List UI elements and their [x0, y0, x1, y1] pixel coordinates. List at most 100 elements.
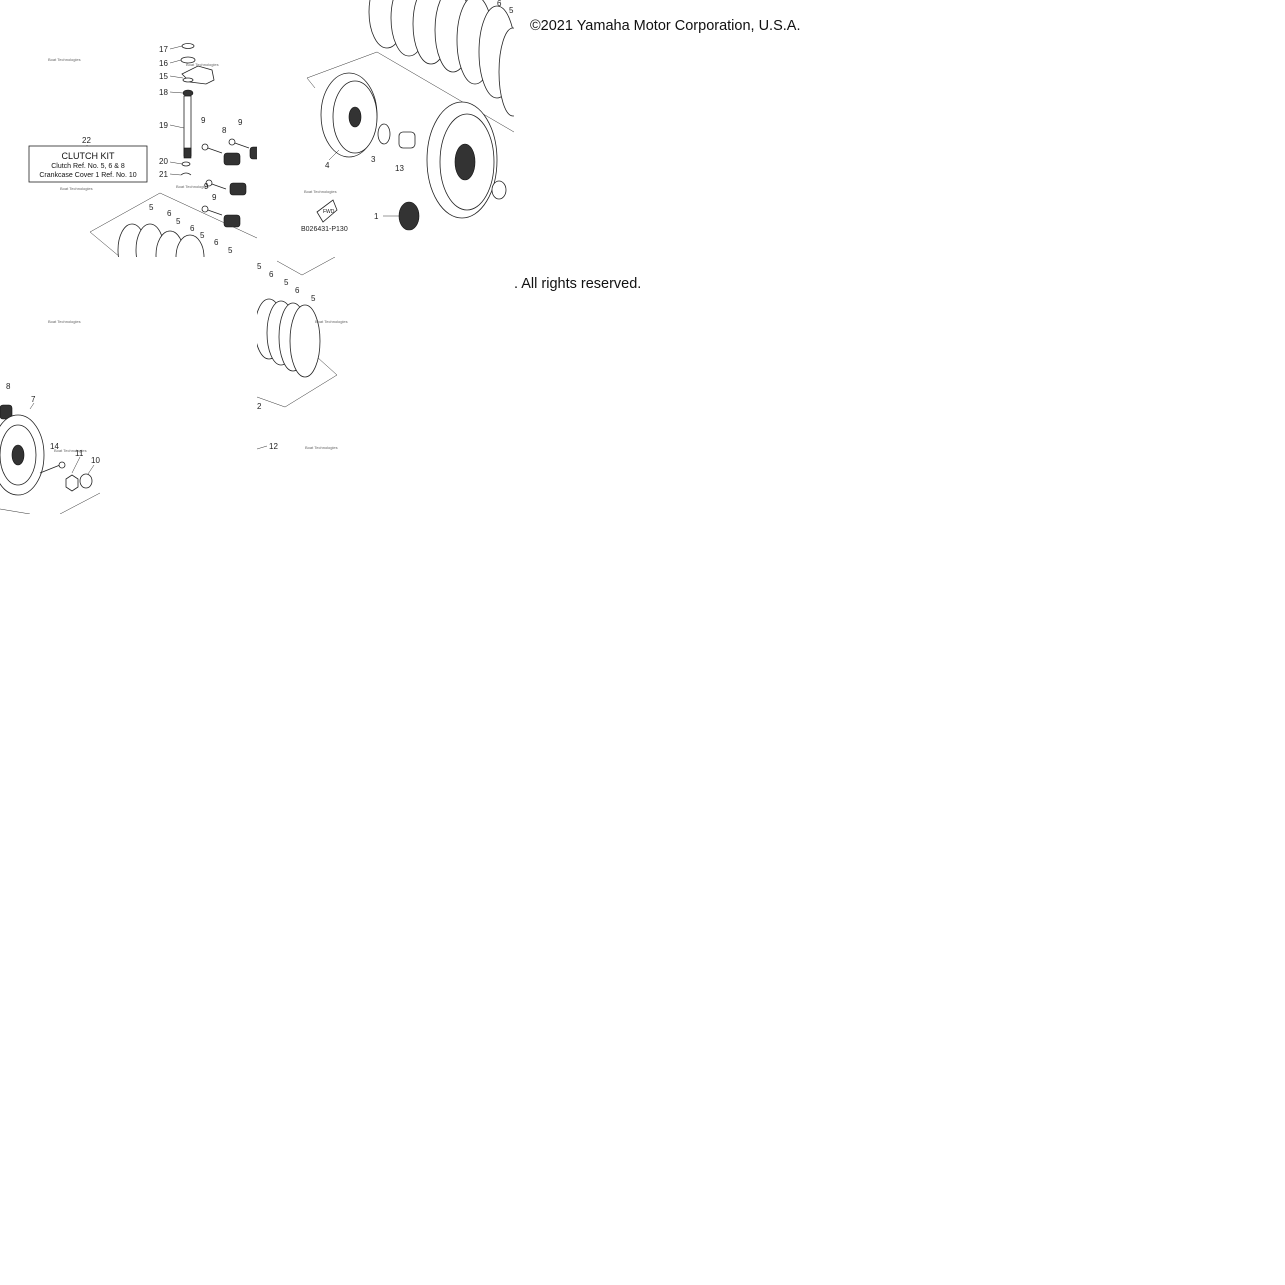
callout-number: 9 [204, 182, 209, 191]
leader-line [169, 59, 182, 64]
fwd-arrow: FWD [316, 199, 338, 223]
callout-number: 9 [201, 116, 206, 125]
diagram-tile-bottom-middle: Boat Technologies Boat Technologies 5 6 … [257, 257, 514, 514]
watermark: Boat Technologies [315, 319, 348, 324]
spacer-part [398, 131, 416, 149]
callout-number: 4 [325, 161, 330, 170]
callout-number: 11 [75, 449, 84, 458]
bolt-group [201, 138, 250, 216]
watermark: Boat Technologies [54, 448, 87, 453]
washer-part [491, 180, 507, 200]
callout-number: 15 [159, 72, 168, 81]
callout-number: 6 [269, 270, 274, 279]
leader-line [29, 402, 35, 410]
callout-number: 6 [167, 209, 172, 218]
leader-line [169, 124, 185, 129]
diagram-svg-bottom-left: Boat Technologies Boat Technologies 8 7 … [0, 319, 101, 514]
leader-line [169, 91, 184, 94]
watermark: Boat Technologies [176, 184, 209, 189]
diagram-svg-top-left: Boat Technologies Boat Technologies Boat… [28, 43, 257, 257]
callout-number: 20 [159, 157, 168, 166]
pressure-plate-part [0, 414, 45, 496]
oil-seal-part [182, 77, 194, 83]
watermark: Boat Technologies [60, 186, 93, 191]
plate-stack-group [368, 0, 514, 117]
clutch-housing-part [426, 101, 498, 219]
plate-stack-frame [0, 492, 101, 514]
diagram-svg-top-right: 6 5 4 3 13 1 FWD [301, 0, 514, 233]
push-lever-shaft-part [183, 95, 192, 157]
leader-line [257, 445, 268, 450]
diagram-tile-bottom-left: Boat Technologies Boat Technologies 8 7 … [0, 257, 257, 514]
callout-number: 14 [50, 442, 59, 451]
nut-part [65, 474, 79, 492]
watermark: Boat Technologies [48, 319, 81, 324]
callout-number: 13 [395, 164, 404, 173]
watermark: Boat Technologies [48, 57, 81, 62]
callout-number: 16 [159, 59, 168, 68]
callout-number: 12 [269, 442, 278, 451]
watermark: Boat Technologies [304, 189, 337, 194]
callout-number: 5 [149, 203, 154, 212]
callout-number: 17 [159, 45, 168, 54]
watermark: Boat Technologies [305, 445, 338, 450]
friction-plate-group [257, 298, 321, 378]
watermark: Boat Technologies [186, 62, 219, 67]
thrust-washer-part [377, 123, 391, 145]
leader-line [328, 149, 340, 161]
lock-washer-part [79, 473, 93, 489]
callout-number: 2 [257, 402, 262, 411]
shaft-spline-part [183, 147, 192, 159]
callout-number: 5 [228, 246, 233, 255]
kit-line-1: Clutch Ref. No. 5, 6 & 8 [51, 163, 125, 170]
diagram-tile-top-left: Boat Technologies Boat Technologies Boat… [0, 0, 257, 257]
callout-number: 5 [257, 262, 262, 271]
leader-line [169, 75, 184, 79]
leader-line [169, 161, 183, 165]
callout-number: 9 [212, 193, 217, 202]
leader-line [169, 45, 183, 50]
diagram-tile-top-right: 6 5 4 3 13 1 FWD [257, 0, 514, 257]
plate-stack-frame [276, 257, 336, 276]
kit-title: CLUTCH KIT [61, 151, 115, 161]
callout-number: 1 [374, 212, 379, 221]
callout-number: 3 [371, 155, 376, 164]
callout-number: 21 [159, 170, 168, 179]
callout-number: 8 [222, 126, 227, 135]
push-rod-part [39, 464, 61, 474]
diagram-code: B026431-P130 [301, 226, 348, 233]
callout-number: 5 [176, 217, 181, 226]
clutch-kit-box [28, 145, 148, 183]
callout-number: 5 [311, 294, 316, 303]
drive-gear-part [398, 201, 420, 231]
circlip-part [180, 172, 192, 176]
callout-number: 18 [159, 88, 168, 97]
leader-line [71, 456, 81, 474]
washer-part [180, 56, 196, 64]
callout-number: 6 [497, 0, 502, 8]
diagram-svg-bottom-middle: Boat Technologies Boat Technologies 5 6 … [257, 257, 348, 451]
plate-stack-frame [306, 77, 316, 89]
callout-number: 7 [31, 395, 36, 404]
plate-stack-frame [257, 356, 338, 408]
push-rod-end [58, 461, 66, 469]
washer-part [181, 161, 191, 167]
circlip-part [181, 43, 195, 49]
copyright-text: ©2021 Yamaha Motor Corporation, U.S.A. [530, 18, 801, 34]
callout-number: 8 [6, 382, 11, 391]
callout-number: 6 [190, 224, 195, 233]
callout-number: 6 [214, 238, 219, 247]
kit-number: 22 [82, 136, 91, 145]
callout-number: 9 [238, 118, 243, 127]
clutch-spring-group [223, 146, 257, 228]
callout-number: 19 [159, 121, 168, 130]
kit-line-2: Crankcase Cover 1 Ref. No. 10 [39, 172, 136, 179]
leader-line [169, 173, 182, 176]
callout-number: 5 [200, 231, 205, 240]
callout-number: 5 [509, 6, 514, 15]
callout-number: 10 [91, 456, 100, 465]
plate-stack-frame [89, 231, 121, 257]
friction-plate-group [117, 223, 205, 257]
fwd-label: FWD [323, 209, 335, 215]
clutch-boss-part [320, 72, 378, 158]
